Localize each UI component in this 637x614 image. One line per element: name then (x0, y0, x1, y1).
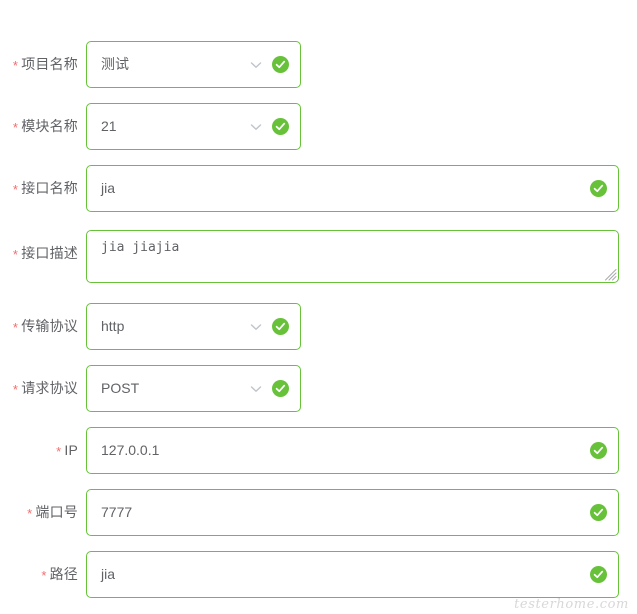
select-project-name[interactable]: 测试 (86, 41, 301, 88)
label-interface-name: *接口名称 (12, 180, 78, 197)
control-port-number: 7777 (86, 489, 619, 536)
form-row-ip-address: *IP 127.0.0.1 (0, 427, 637, 475)
resize-grip-icon[interactable] (604, 268, 617, 281)
select-request-method-value: POST (101, 380, 140, 396)
success-check-icon (272, 380, 289, 397)
input-interface-name-value: jia (101, 180, 116, 196)
input-port-number[interactable]: 7777 (86, 489, 619, 536)
form-row-transfer-protocol: *传输协议 http (0, 303, 637, 351)
success-check-icon (272, 118, 289, 135)
success-check-icon (590, 180, 607, 197)
chevron-down-icon[interactable] (248, 381, 264, 397)
form-row-path: *路径 jia (0, 551, 637, 599)
required-asterisk: * (12, 120, 19, 135)
required-asterisk: * (12, 320, 19, 335)
input-path[interactable]: jia (86, 551, 619, 598)
chevron-down-icon[interactable] (248, 319, 264, 335)
control-project-name: 测试 (86, 41, 301, 88)
input-port-number-value: 7777 (101, 504, 133, 520)
required-asterisk: * (41, 568, 47, 583)
label-request-method: *请求协议 (12, 380, 78, 397)
label-interface-description: *接口描述 (12, 245, 78, 262)
select-transfer-protocol[interactable]: http (86, 303, 301, 350)
required-asterisk: * (27, 506, 33, 521)
select-request-method[interactable]: POST (86, 365, 301, 412)
required-asterisk: * (12, 247, 19, 262)
label-path: *路径 (41, 566, 78, 583)
success-check-icon (590, 504, 607, 521)
select-module-name[interactable]: 21 (86, 103, 301, 150)
label-module-name: *模块名称 (12, 118, 78, 135)
required-asterisk: * (56, 444, 62, 459)
chevron-down-icon[interactable] (248, 57, 264, 73)
success-check-icon (272, 56, 289, 73)
input-ip-address[interactable]: 127.0.0.1 (86, 427, 619, 474)
textarea-interface-description[interactable]: jia jiajia (86, 230, 619, 283)
label-ip-address: *IP (56, 442, 78, 459)
required-asterisk: * (12, 382, 19, 397)
textarea-interface-description-value: jia jiajia (101, 240, 180, 255)
control-interface-description: jia jiajia (86, 230, 619, 283)
success-check-icon (590, 442, 607, 459)
input-interface-name[interactable]: jia (86, 165, 619, 212)
required-asterisk: * (12, 58, 19, 73)
watermark: testerhome.com (514, 597, 629, 612)
control-request-method: POST (86, 365, 301, 412)
select-project-name-value: 测试 (101, 56, 129, 72)
form-row-interface-description: *接口描述 jia jiajia (0, 230, 637, 283)
input-ip-address-value: 127.0.0.1 (101, 442, 160, 458)
label-project-name: *项目名称 (12, 56, 78, 73)
control-interface-name: jia (86, 165, 619, 212)
form-row-interface-name: *接口名称 jia (0, 165, 637, 213)
select-transfer-protocol-value: http (101, 318, 125, 334)
form-row-module-name: *模块名称 21 (0, 103, 637, 151)
control-module-name: 21 (86, 103, 301, 150)
label-port-number: *端口号 (27, 504, 78, 521)
select-module-name-value: 21 (101, 118, 117, 134)
control-transfer-protocol: http (86, 303, 301, 350)
label-transfer-protocol: *传输协议 (12, 318, 78, 335)
input-path-value: jia (101, 566, 116, 582)
required-asterisk: * (12, 182, 19, 197)
success-check-icon (590, 566, 607, 583)
chevron-down-icon[interactable] (248, 119, 264, 135)
control-path: jia (86, 551, 619, 598)
success-check-icon (272, 318, 289, 335)
form-row-port-number: *端口号 7777 (0, 489, 637, 537)
control-ip-address: 127.0.0.1 (86, 427, 619, 474)
form-row-request-method: *请求协议 POST (0, 365, 637, 413)
form-row-project-name: *项目名称 测试 (0, 41, 637, 89)
